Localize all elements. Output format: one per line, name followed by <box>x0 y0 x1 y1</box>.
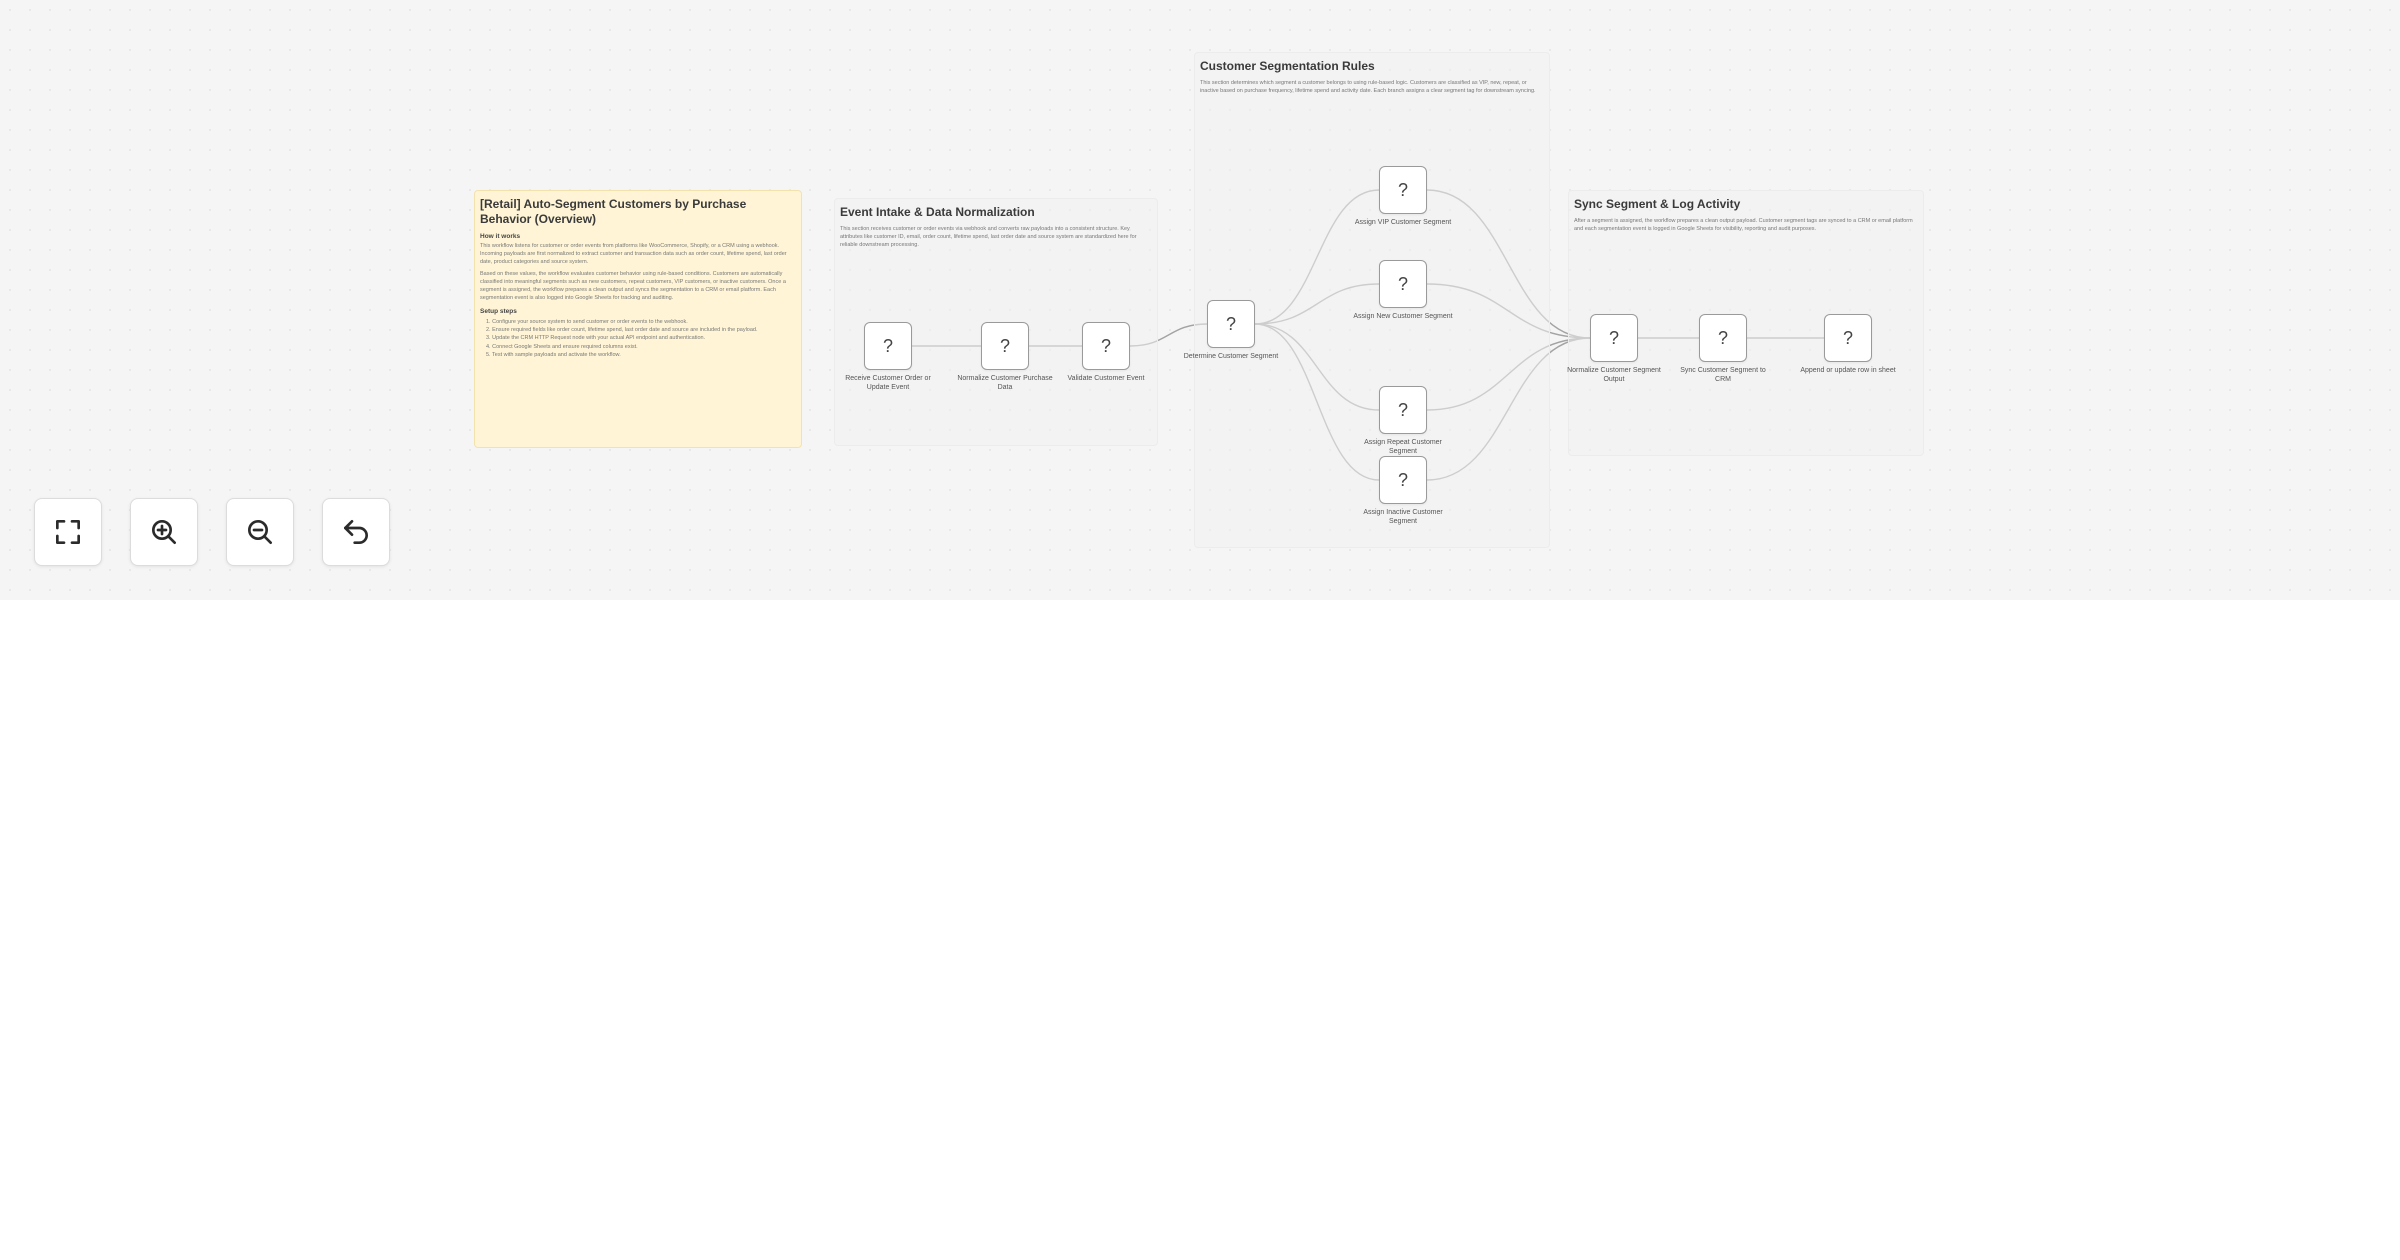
setup-step: 3. Update the CRM HTTP Request node with… <box>486 335 706 342</box>
append-row-node[interactable]: ? <box>1824 314 1872 362</box>
append-row-label: Append or update row in sheet <box>1800 367 1896 374</box>
fit-to-view-icon <box>56 520 80 544</box>
assign-repeat-label: Assign Repeat Customer Segment <box>1364 439 1442 456</box>
question-mark-icon: ? <box>1717 327 1728 348</box>
how-it-works-heading: How it works <box>480 233 521 240</box>
assign-inactive-node[interactable]: ? <box>1379 456 1427 504</box>
normalize-purchase-node[interactable]: ? <box>981 322 1029 370</box>
rules-section-note[interactable]: Customer Segmentation Rules This section… <box>1194 52 1550 548</box>
question-mark-icon: ? <box>999 335 1010 356</box>
how-it-works-text-1: This workflow listens for customer or or… <box>480 243 787 265</box>
validate-event-node[interactable]: ? <box>1082 322 1130 370</box>
zoom-out-icon <box>248 520 272 544</box>
setup-step: 1. Configure your source system to send … <box>486 318 688 325</box>
setup-steps-heading: Setup steps <box>480 307 517 315</box>
normalize-output-node[interactable]: ? <box>1590 314 1638 362</box>
receive-event-node[interactable]: ? <box>864 322 912 370</box>
assign-inactive-label: Assign Inactive Customer Segment <box>1363 509 1443 526</box>
setup-steps-list: 1. Configure your source system to send … <box>480 318 796 359</box>
question-mark-icon: ? <box>1225 313 1236 334</box>
determine-segment-node[interactable]: ? <box>1207 300 1255 348</box>
zoom-in-button[interactable] <box>130 498 198 566</box>
workflow-canvas[interactable]: [Retail] Auto-Segment Customers by Purch… <box>0 0 2400 600</box>
assign-new-label: Assign New Customer Segment <box>1353 313 1453 320</box>
sync-section-title: Sync Segment & Log Activity <box>1574 197 1741 211</box>
sync-section-text: After a segment is assigned, the workflo… <box>1574 218 1913 232</box>
question-mark-icon: ? <box>1608 327 1619 348</box>
question-mark-icon: ? <box>1397 399 1408 420</box>
question-mark-icon: ? <box>882 335 893 356</box>
receive-event-label: Receive Customer Order or Update Event <box>845 375 931 392</box>
question-mark-icon: ? <box>1397 179 1408 200</box>
normalize-output-label: Normalize Customer Segment Output <box>1567 367 1661 384</box>
assign-new-node[interactable]: ? <box>1379 260 1427 308</box>
intake-section-text: This section receives customer or order … <box>840 226 1137 248</box>
rules-section-text: This section determines which segment a … <box>1200 80 1536 94</box>
assign-repeat-node[interactable]: ? <box>1379 386 1427 434</box>
fit-view-button[interactable] <box>34 498 102 566</box>
question-mark-icon: ? <box>1397 273 1408 294</box>
validate-event-label: Validate Customer Event <box>1067 375 1145 382</box>
intake-section-title: Event Intake & Data Normalization <box>840 205 1035 219</box>
normalize-purchase-label: Normalize Customer Purchase Data <box>957 375 1053 392</box>
overview-title: [Retail] Auto-Segment Customers by Purch… <box>480 197 747 226</box>
zoom-out-button[interactable] <box>226 498 294 566</box>
sync-crm-label: Sync Customer Segment to CRM <box>1680 367 1766 384</box>
undo-icon <box>344 520 368 544</box>
assign-vip-node[interactable]: ? <box>1379 166 1427 214</box>
rules-section-title: Customer Segmentation Rules <box>1200 59 1375 73</box>
sync-crm-node[interactable]: ? <box>1699 314 1747 362</box>
setup-step: 2. Ensure required fields like order cou… <box>486 327 758 334</box>
zoom-in-icon <box>152 520 176 544</box>
determine-segment-label: Determine Customer Segment <box>1183 353 1279 360</box>
assign-vip-label: Assign VIP Customer Segment <box>1354 219 1452 226</box>
question-mark-icon: ? <box>1397 469 1408 490</box>
question-mark-icon: ? <box>1100 335 1111 356</box>
setup-step: 5. Test with sample payloads and activat… <box>486 351 621 358</box>
setup-step: 4. Connect Google Sheets and ensure requ… <box>486 343 638 350</box>
overview-sticky-note[interactable]: [Retail] Auto-Segment Customers by Purch… <box>474 190 802 448</box>
reset-zoom-button[interactable] <box>322 498 390 566</box>
how-it-works-text-2: Based on these values, the workflow eval… <box>480 270 786 301</box>
question-mark-icon: ? <box>1842 327 1853 348</box>
